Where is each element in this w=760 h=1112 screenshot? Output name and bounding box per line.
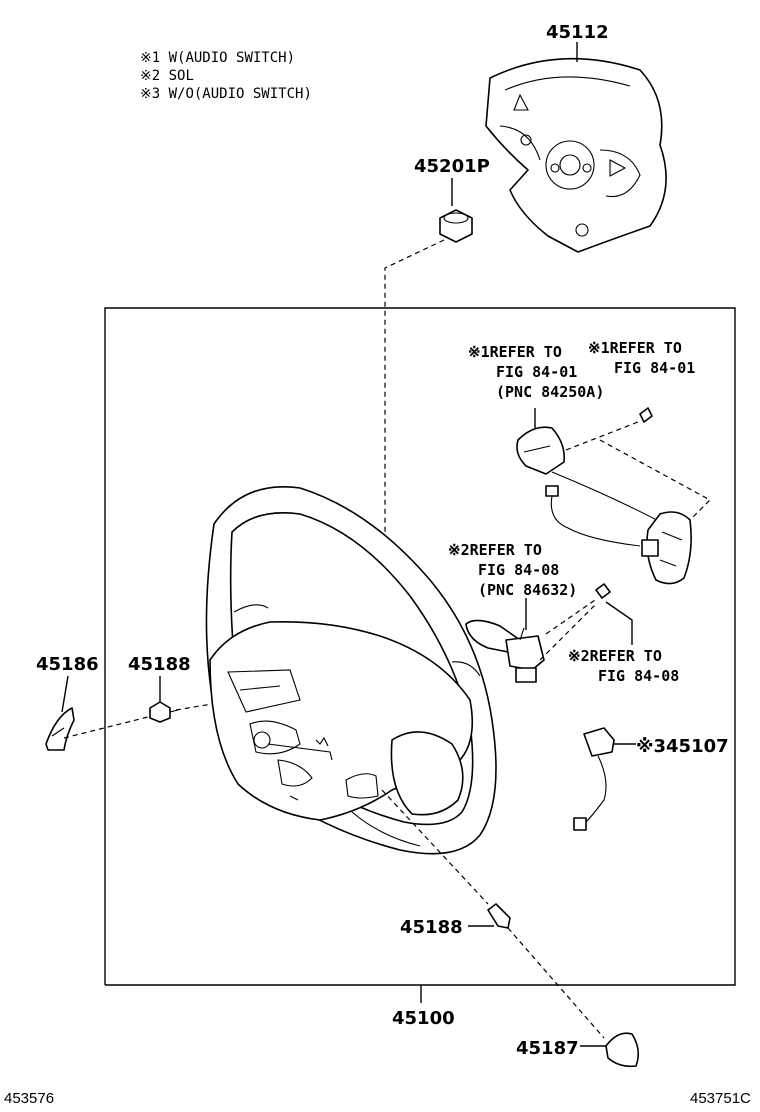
note-2: ※2 SOL [140,68,194,84]
leader-ref2b [605,601,633,645]
ref1b-line1: ※1REFER TO [588,339,682,357]
figure-code-left: 453576 [4,1090,54,1107]
screw-45188-left [149,701,179,723]
ref1a-line1: ※1REFER TO [468,343,562,361]
ref2b-line1: ※2REFER TO [568,647,662,665]
figure-code-right: 453751C [690,1090,751,1107]
cruise-switch [465,619,545,683]
part-number-45188-bottom: 45188 [400,917,463,938]
screw-cruise [595,583,611,599]
dash-screw-upper [565,421,639,451]
ref1b-line2: FIG 84-01 [614,359,695,377]
ref2a-line2: FIG 84-08 [478,561,559,579]
ref2b-line2: FIG 84-08 [598,667,679,685]
leader-45186 [61,675,69,713]
part-number-45112: 45112 [546,22,609,43]
dash-cruise-screw-2 [539,603,597,661]
dash-cover-to-screw [63,715,153,739]
part-number-345107: ※345107 [636,736,729,757]
ref1a-line2: FIG 84-01 [496,363,577,381]
part-number-45188-left: 45188 [128,654,191,675]
steering-wheel [205,486,497,855]
dash-wheel-to-screw [381,789,489,905]
part-number-45186: 45186 [36,654,99,675]
screw-45188-bottom [487,903,511,929]
cap-45187 [605,1032,640,1068]
ref2a-line1: ※2REFER TO [448,541,542,559]
assembly-frame [104,307,736,986]
part-number-45201p: 45201P [414,156,490,177]
note-3: ※3 W/O(AUDIO SWITCH) [140,86,312,102]
dash-cruise-screw [545,597,599,635]
nut-45201p [439,209,473,243]
ref1a-line3: (PNC 84250A) [496,383,604,401]
cover-45186 [45,707,75,751]
part-number-45100: 45100 [392,1008,455,1029]
notes-legend: ※1 W(AUDIO SWITCH) ※2 SOL ※3 W/O(AUDIO S… [140,50,312,102]
dash-nut-to-wheel [384,239,445,668]
part-number-45187: 45187 [516,1038,579,1059]
screw-upper [639,407,653,423]
ref2a-line3: (PNC 84632) [478,581,577,599]
wire-harness-345107 [573,727,615,831]
dash-switch-link [599,439,711,521]
note-1: ※1 W(AUDIO SWITCH) [140,50,295,66]
audio-switch-harness [516,426,692,585]
dash-screw-to-cap [507,927,605,1039]
horn-pad-assembly [485,57,667,253]
dash-screw-to-wheel [175,703,213,711]
